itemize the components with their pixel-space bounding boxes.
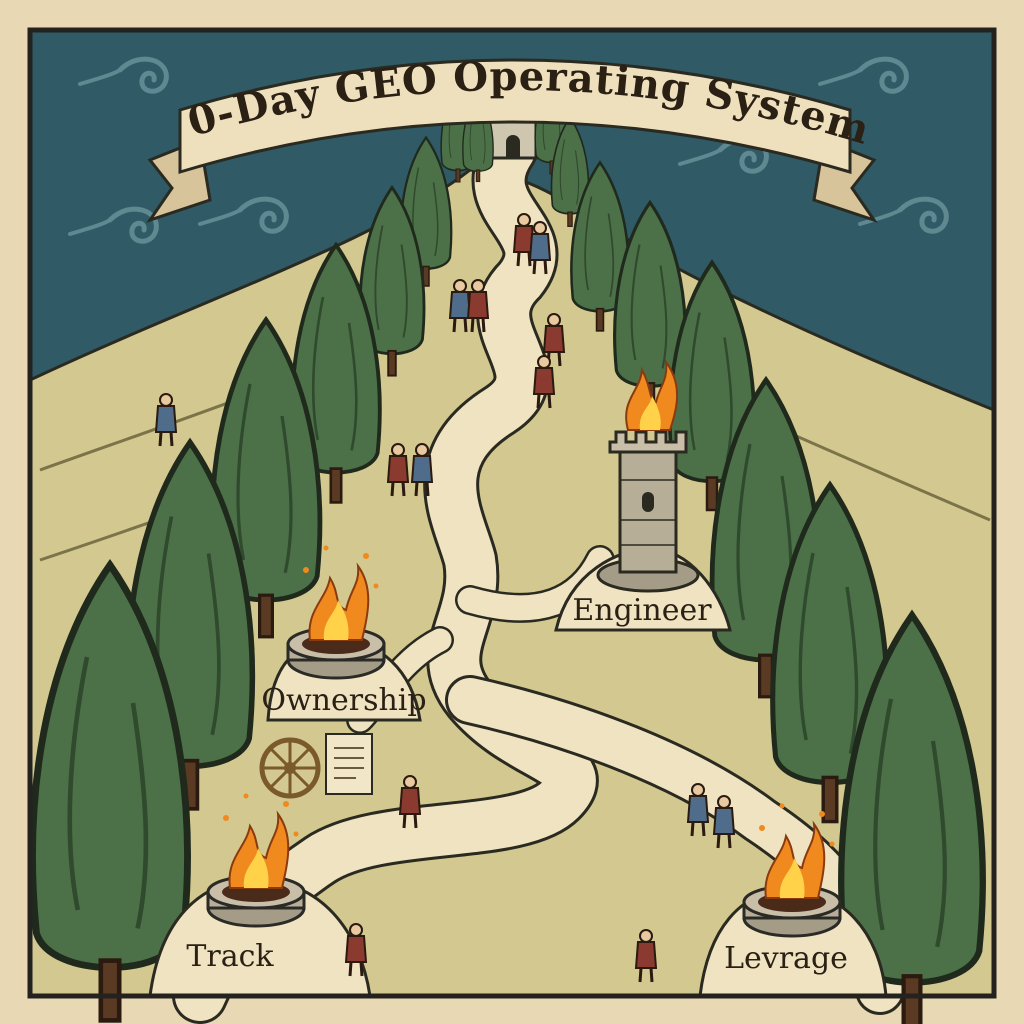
station-label-track: Track — [186, 939, 274, 974]
frame-border — [27, 27, 997, 999]
wheel-icon — [259, 737, 321, 799]
station-label-ownership: Ownership — [261, 683, 426, 718]
main-road — [175, 125, 596, 1021]
title-ribbon — [146, 58, 878, 223]
scroll-icon — [325, 733, 373, 795]
tower-icon — [596, 358, 700, 593]
station-label-engineer: Engineer — [572, 593, 712, 628]
station-label-leverage: Levrage — [724, 941, 848, 976]
